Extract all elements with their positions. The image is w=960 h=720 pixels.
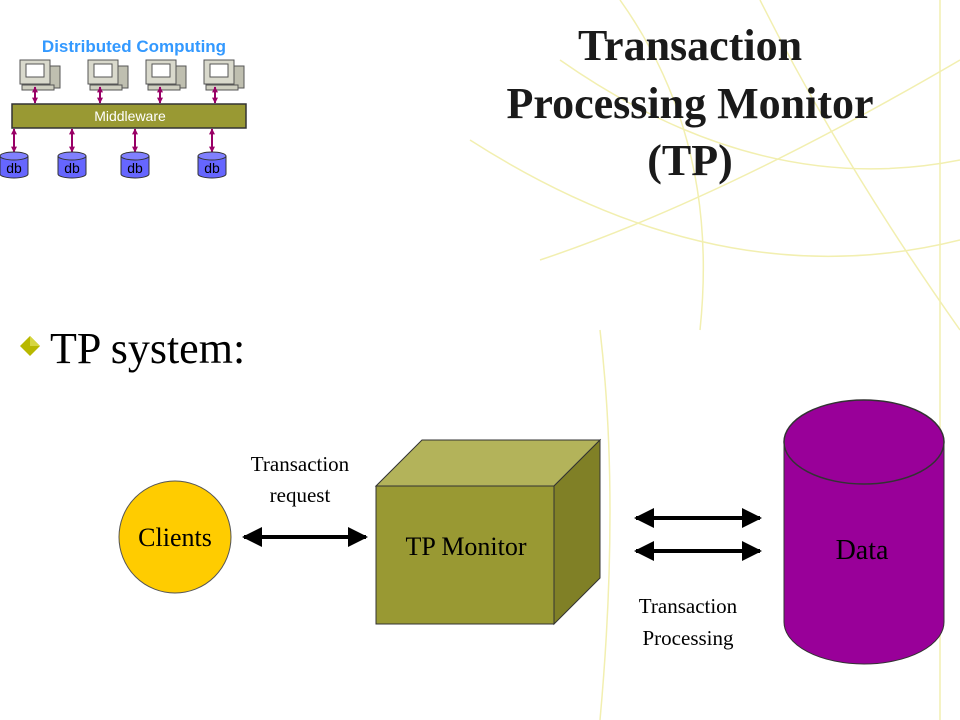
middleware-label: Middleware (94, 108, 166, 124)
slide-title: Transaction Processing Monitor (TP) (506, 21, 873, 185)
data-cylinder (783, 399, 945, 665)
distributed-computing-diagram: Distributed Computing (0, 37, 247, 179)
tp-system-diagram: Clients Transaction request TP Monitor T… (118, 399, 945, 665)
computer-icon (87, 59, 129, 91)
title-line-1: Transaction (578, 21, 802, 70)
computer-icon (19, 59, 61, 91)
clients-label: Clients (138, 523, 212, 552)
transaction-processing-line-1: Transaction (639, 594, 738, 618)
diamond-bullet-icon (20, 336, 40, 356)
db-cylinder: db (120, 151, 150, 179)
background-decoration (469, 0, 960, 720)
db-cylinder: db (57, 151, 87, 179)
middleware-bar (11, 103, 247, 129)
transaction-request-line-1: Transaction (251, 452, 350, 476)
db-label: db (127, 160, 143, 176)
db-cylinder: db (197, 151, 227, 179)
distributed-computing-title: Distributed Computing (42, 37, 226, 56)
db-label: db (64, 160, 80, 176)
db-label: db (6, 160, 22, 176)
bullet-text: TP system: (50, 324, 245, 373)
title-line-2: Processing Monitor (506, 79, 873, 128)
clients-node (118, 480, 232, 594)
computer-icon (145, 59, 187, 91)
transaction-processing-line-2: Processing (643, 626, 734, 650)
tp-monitor-cube (374, 438, 602, 626)
computer-middleware-arrows (32, 86, 218, 104)
computer-icon (203, 59, 245, 91)
transaction-request-line-2: request (270, 483, 331, 507)
title-line-3: (TP) (647, 136, 733, 185)
data-label: Data (836, 535, 889, 566)
bullet-item: TP system: (20, 324, 245, 373)
db-cylinder: db (0, 151, 29, 179)
tp-monitor-label: TP Monitor (405, 532, 526, 561)
middleware-db-arrows (11, 128, 215, 153)
db-label: db (204, 160, 220, 176)
